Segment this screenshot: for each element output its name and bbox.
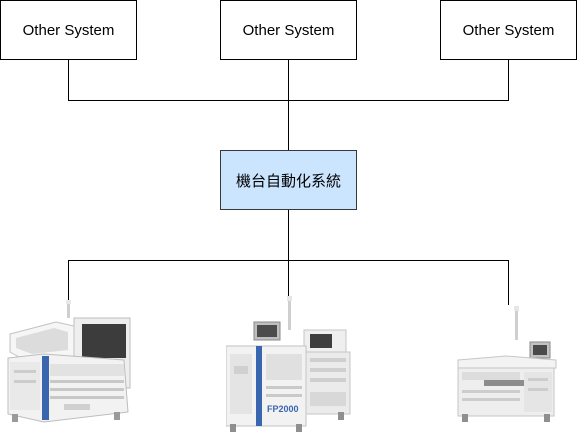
machine-image-center: FP2000 (226, 296, 351, 432)
other-system-box-right: Other System (440, 0, 577, 60)
other-system-box-center: Other System (220, 0, 357, 60)
machine-image-left (7, 300, 131, 423)
other-system-box-left: Other System (0, 0, 137, 60)
other-system-label: Other System (462, 21, 555, 39)
machine-image-right (457, 306, 557, 422)
machine-automation-system-box: 機台自動化系統 (220, 150, 357, 210)
machine-model-text: FP2000 (267, 404, 299, 414)
other-system-label: Other System (22, 21, 115, 39)
other-system-label: Other System (242, 21, 335, 39)
machine-automation-system-label: 機台自動化系統 (235, 171, 341, 190)
